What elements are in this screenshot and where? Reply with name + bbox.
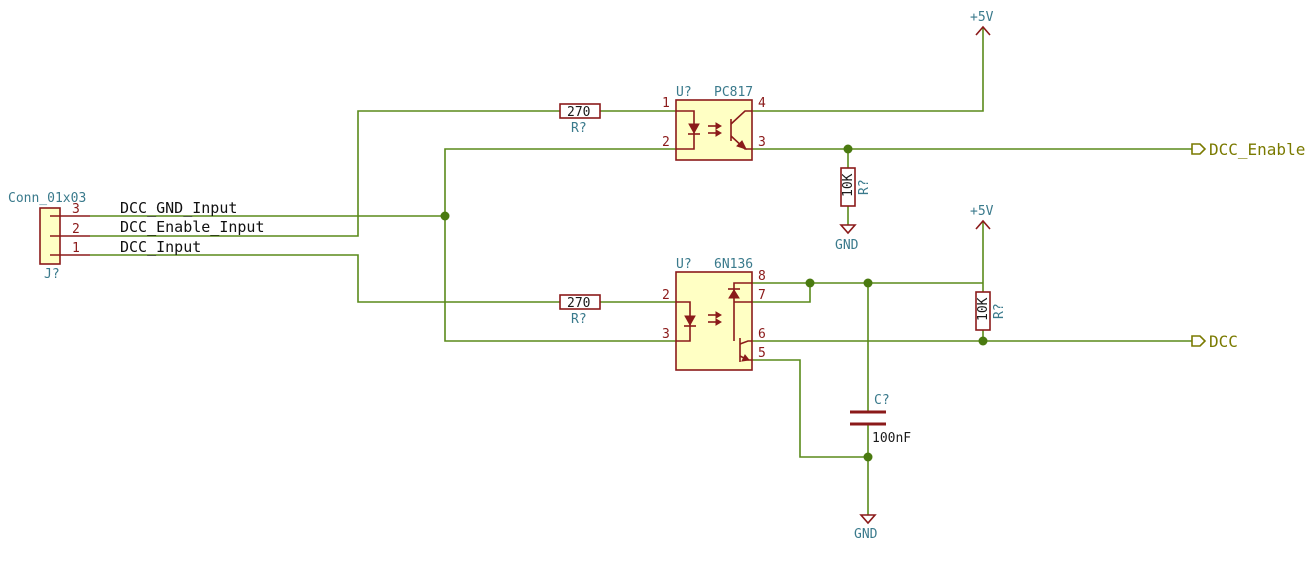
wires [90, 28, 1192, 515]
wire-opto2-pin5 [752, 359, 868, 458]
opto1-value: PC817 [714, 85, 753, 100]
dcc-flag [1191, 335, 1207, 347]
opto1-pin3: 3 [758, 135, 766, 150]
capacitor-c[interactable]: C? 100nF [850, 393, 911, 446]
opto2-photodiode-wire [733, 282, 752, 341]
resistor-r3-body [840, 167, 856, 207]
power-gnd-top[interactable]: GND [835, 224, 859, 253]
opto1-emitter-arrow [736, 140, 747, 150]
opto2-emitter-arrow [741, 354, 750, 362]
optocoupler-6n136[interactable]: U? 6N136 2 3 8 7 6 5 [662, 257, 766, 371]
opto1-pin4: 4 [758, 96, 766, 111]
opto2-pin6: 6 [758, 327, 766, 342]
net-label-dcc-input: DCC_Input [120, 238, 201, 256]
gnd-bottom-label: GND [854, 527, 878, 542]
opto1-collector [730, 110, 752, 125]
wire-gnd-to-opto1-pin2 [444, 148, 676, 216]
opto2-light-head-2 [715, 318, 722, 326]
connector-pin2-num: 2 [72, 222, 80, 237]
gnd-bottom-symbol [859, 514, 877, 525]
resistor-r1-value: 270 [567, 105, 590, 120]
opto2-pin7: 7 [758, 288, 766, 303]
gnd-top-symbol [839, 224, 857, 235]
opto2-pin2: 2 [662, 288, 670, 303]
opto2-pin8: 8 [758, 269, 766, 284]
junctions [440, 144, 988, 462]
connector-value: Conn_01x03 [8, 191, 86, 206]
capacitor-ref: C? [874, 393, 890, 408]
opto1-light-head-1 [715, 122, 722, 130]
resistor-r4-body [975, 291, 991, 331]
wire-dcc-input [90, 254, 560, 303]
net-label-enable-input: DCC_Enable_Input [120, 218, 265, 236]
resistor-r2-ref: R? [571, 312, 587, 327]
vcc-top-label: +5V [970, 10, 994, 25]
net-label-gnd-input: DCC_GND_Input [120, 199, 237, 217]
resistor-r4[interactable]: 10K R? [975, 291, 1007, 331]
connector-ref: J? [44, 267, 60, 282]
opto2-pin5: 5 [758, 346, 766, 361]
junction-r3 [843, 144, 853, 154]
connector-j[interactable]: Conn_01x03 J? 3 2 1 [8, 191, 90, 282]
resistor-r3[interactable]: 10K R? [840, 167, 872, 207]
opto2-ref: U? [676, 257, 692, 272]
global-label-dcc[interactable]: DCC [1191, 332, 1238, 351]
dcc-text: DCC [1209, 332, 1238, 351]
wire-opto1-pin4-vcc [752, 28, 984, 112]
resistor-r2-value: 270 [567, 296, 590, 311]
vcc-top-arrow [975, 25, 991, 36]
opto1-body [675, 99, 753, 161]
global-label-dcc-enable[interactable]: DCC_Enable [1191, 140, 1305, 159]
resistor-r4-ref: R? [992, 303, 1007, 319]
resistor-r3-value: 10K [841, 173, 856, 197]
junction-cap-bottom [863, 452, 873, 462]
resistor-r2[interactable]: 270 R? [559, 294, 601, 327]
opto2-value: 6N136 [714, 257, 753, 272]
capacitor-value: 100nF [872, 431, 911, 446]
power-vcc-mid[interactable]: +5V [970, 204, 994, 230]
opto1-led-triangle [688, 123, 700, 135]
opto2-led-triangle [684, 315, 696, 327]
resistor-r1[interactable]: 270 R? [559, 103, 601, 136]
resistor-r1-body [559, 103, 601, 119]
vcc-mid-arrow [975, 219, 991, 230]
dcc-enable-flag [1191, 143, 1207, 155]
junction-pin7 [805, 278, 815, 288]
resistor-r1-ref: R? [571, 121, 587, 136]
vcc-mid-label: +5V [970, 204, 994, 219]
opto1-ref: U? [676, 85, 692, 100]
opto2-light-head-1 [715, 311, 722, 319]
resistor-r3-ref: R? [857, 179, 872, 195]
connector-pin1-num: 1 [72, 241, 80, 256]
resistor-r4-value: 10K [976, 297, 991, 321]
power-gnd-bottom[interactable]: GND [854, 514, 878, 542]
junction-r4 [978, 336, 988, 346]
dcc-enable-text: DCC_Enable [1209, 140, 1305, 159]
wire-opto2-pin7 [752, 283, 811, 303]
opto2-pin3: 3 [662, 327, 670, 342]
opto2-photodiode-triangle [728, 289, 740, 299]
opto1-pin2: 2 [662, 135, 670, 150]
opto1-pin1: 1 [662, 96, 670, 111]
opto2-collector [739, 340, 752, 345]
junction-gnd-input [440, 211, 450, 221]
power-vcc-top[interactable]: +5V [970, 10, 994, 36]
wire-enable-input [90, 110, 560, 237]
wire-gnd-to-opto2-pin3 [444, 216, 676, 342]
resistor-r2-body [559, 294, 601, 310]
gnd-top-label: GND [835, 238, 859, 253]
optocoupler-pc817[interactable]: U? PC817 1 2 4 3 [662, 85, 766, 161]
junction-cap-top [863, 278, 873, 288]
connector-pin3-num: 3 [72, 202, 80, 217]
opto1-light-head-2 [715, 129, 722, 137]
